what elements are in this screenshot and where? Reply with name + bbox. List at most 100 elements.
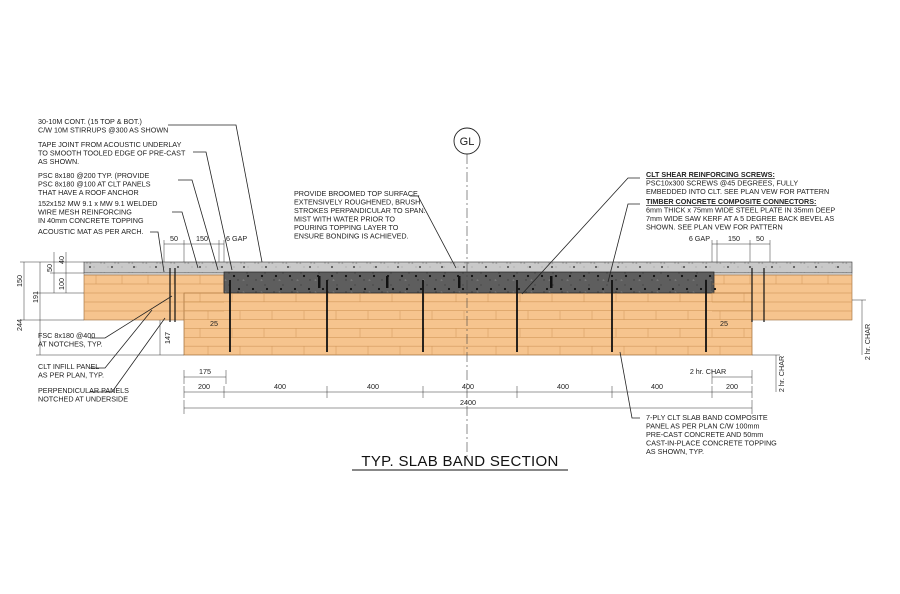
mesh-dot <box>595 266 597 268</box>
note-tape-line1: TAPE JOINT FROM ACOUSTIC UNDERLAY <box>38 140 182 149</box>
mesh-dot <box>815 266 817 268</box>
mesh-dot <box>639 266 641 268</box>
rebar-dot <box>512 274 516 278</box>
dim-top-right-150: 150 <box>728 234 740 243</box>
rebar-dot <box>484 274 488 278</box>
mesh-dot <box>397 266 399 268</box>
rebar-dot <box>685 287 689 291</box>
rebar-dot <box>680 274 684 278</box>
rebar-dot <box>657 287 661 291</box>
rebar-dot <box>652 274 656 278</box>
rebar-dot <box>526 274 530 278</box>
dim-bottom-175: 175 <box>199 367 211 376</box>
rebar-dot <box>582 274 586 278</box>
svg-text:PROVIDE BROOMED TOP SURFACE,: PROVIDE BROOMED TOP SURFACE, EXTENSIVELY… <box>294 189 428 241</box>
rebar-dot <box>232 274 236 278</box>
dim-seg-1: 200 <box>198 382 210 391</box>
grid-label: GL <box>460 136 475 148</box>
note-connectors-line1: 6mm THICK x 75mm WIDE STEEL PLATE IN 35m… <box>646 206 835 215</box>
note-perp-line2: NOTCHED AT UNDERSIDE <box>38 395 128 404</box>
concrete-topping <box>83 261 853 274</box>
note-psc-line2: PSC 8x180 @100 AT CLT PANELS <box>38 180 151 189</box>
rebar-dot <box>330 274 334 278</box>
tcc-connectors <box>169 268 765 352</box>
rebar-dot <box>419 287 423 291</box>
rebar-dot <box>260 274 264 278</box>
dim-top-right-gap: 6 GAP <box>689 234 710 243</box>
rebar-dot <box>638 274 642 278</box>
note-infill-line2: AS PER PLAN, TYP. <box>38 371 104 380</box>
mesh-dot <box>485 266 487 268</box>
mesh-dot <box>683 266 685 268</box>
rebar-dot <box>321 287 325 291</box>
mesh-dot <box>573 266 575 268</box>
mesh-dot <box>243 266 245 268</box>
dim-gap-25-left: 25 <box>210 319 218 328</box>
rebar-dot <box>456 274 460 278</box>
mesh-dot <box>529 266 531 268</box>
note-infill-line1: CLT INFILL PANEL <box>38 362 99 371</box>
dim-left-100: 100 <box>57 278 66 290</box>
mesh-dot <box>133 266 135 268</box>
rebar-dot <box>699 287 703 291</box>
mesh-dot <box>177 266 179 268</box>
rebar-dot <box>573 287 577 291</box>
note-psc-line3: THAT HAVE A ROOF ANCHOR <box>38 188 139 197</box>
rebar-dot <box>531 287 535 291</box>
rebar-dot <box>358 274 362 278</box>
rebar-dot <box>307 287 311 291</box>
dim-left-191: 191 <box>31 291 40 303</box>
rebar-dot <box>587 287 591 291</box>
rebar-dot <box>405 287 409 291</box>
dimensions: 50 150 6 GAP 6 GAP 150 50 40 50 100 150 … <box>15 234 872 414</box>
clt-laminations <box>84 275 852 355</box>
rebar-dot <box>643 287 647 291</box>
note-acoustic-mat: ACOUSTIC MAT AS PER ARCH. <box>38 227 144 236</box>
note-shear-line2: EMBEDDED INTO CLT. SEE PLAN VEW FOR PATT… <box>646 187 829 196</box>
rebar-dot <box>615 287 619 291</box>
dim-left-40: 40 <box>57 256 66 264</box>
note-center-line1: PROVIDE BROOMED TOP SURFACE, <box>294 189 420 198</box>
dim-seg-4: 400 <box>462 382 474 391</box>
note-shear-heading: CLT SHEAR REINFORCING SCREWS: <box>646 170 775 179</box>
rebar-dot <box>288 274 292 278</box>
rebar-dot <box>498 274 502 278</box>
rebar-dot <box>251 287 255 291</box>
dim-top-right-50: 50 <box>756 234 764 243</box>
clt-slab-band-panel <box>183 292 753 356</box>
rebar-dot <box>293 287 297 291</box>
rebar-dot <box>400 274 404 278</box>
note-center-line4: MIST WITH WATER PRIOR TO <box>294 215 395 224</box>
note-rebar-line1: 30-10M CONT. (15 TOP & BOT.) <box>38 117 142 126</box>
dim-top-left-gap: 6 GAP <box>226 234 247 243</box>
note-center-line6: ENSURE BONDING IS ACHIEVED. <box>294 232 409 241</box>
rebar-dot <box>624 274 628 278</box>
note-psc-line1: PSC 8x180 @200 TYP. (PROVIDE <box>38 171 150 180</box>
rebar-dot <box>442 274 446 278</box>
svg-text:CLT SHEAR REINFORCING SCREWS:: CLT SHEAR REINFORCING SCREWS: PSC10x300 … <box>646 170 829 196</box>
rebar-dot <box>475 287 479 291</box>
note-shear-line1: PSC10x300 SCREWS @45 DEGREES, FULLY <box>646 179 798 188</box>
mesh-dot <box>155 266 157 268</box>
rebar-dot <box>428 274 432 278</box>
note-mesh-line2: WIRE MESH REINFORCING <box>38 208 132 217</box>
svg-text:TIMBER CONCRETE COMPOSITE CONN: TIMBER CONCRETE COMPOSITE CONNECTORS: 6m… <box>646 197 837 232</box>
rebar-dot <box>708 274 712 278</box>
rebar-dot <box>279 287 283 291</box>
rebar-dot <box>517 287 521 291</box>
mesh-dot <box>793 266 795 268</box>
note-connectors-line3: SHOWN. SEE PLAN VEW FOR PATTERN <box>646 223 783 232</box>
section-title-group: TYP. SLAB BAND SECTION <box>352 453 568 471</box>
note-panel-line1: 7-PLY CLT SLAB BAND COMPOSITE <box>646 413 768 422</box>
tcc-plate <box>550 276 553 288</box>
rebar-dot <box>545 287 549 291</box>
rebar-dot <box>386 274 390 278</box>
mesh-dot <box>287 266 289 268</box>
rebar-dot <box>414 274 418 278</box>
rebar-dot <box>596 274 600 278</box>
rebar-dot <box>335 287 339 291</box>
rebar-dot <box>265 287 269 291</box>
